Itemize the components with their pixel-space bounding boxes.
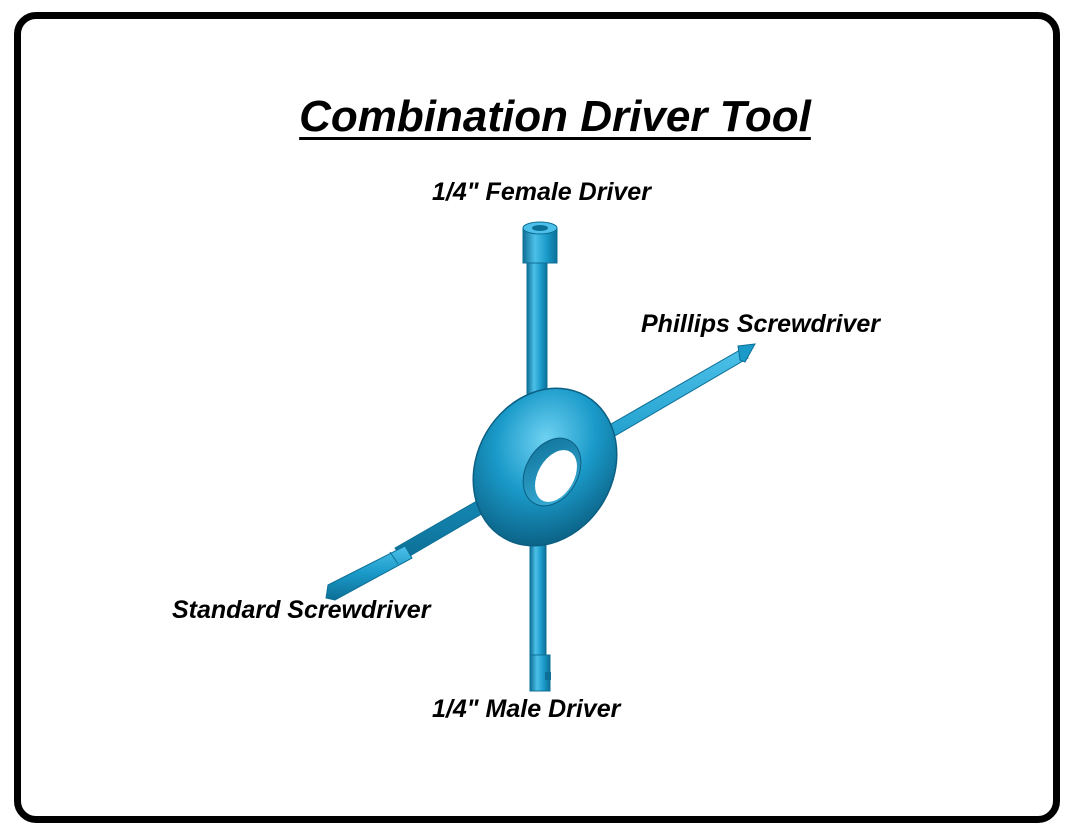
label-female-driver: 1/4" Female Driver xyxy=(432,178,651,206)
diagram-title: Combination Driver Tool xyxy=(299,92,811,141)
ring-handle xyxy=(472,387,618,547)
label-standard-screwdriver: Standard Screwdriver xyxy=(172,596,431,624)
male-driver-end xyxy=(529,654,551,692)
label-phillips-screwdriver: Phillips Screwdriver xyxy=(641,310,880,338)
label-male-driver: 1/4" Male Driver xyxy=(432,695,621,723)
female-driver-socket xyxy=(522,221,558,264)
